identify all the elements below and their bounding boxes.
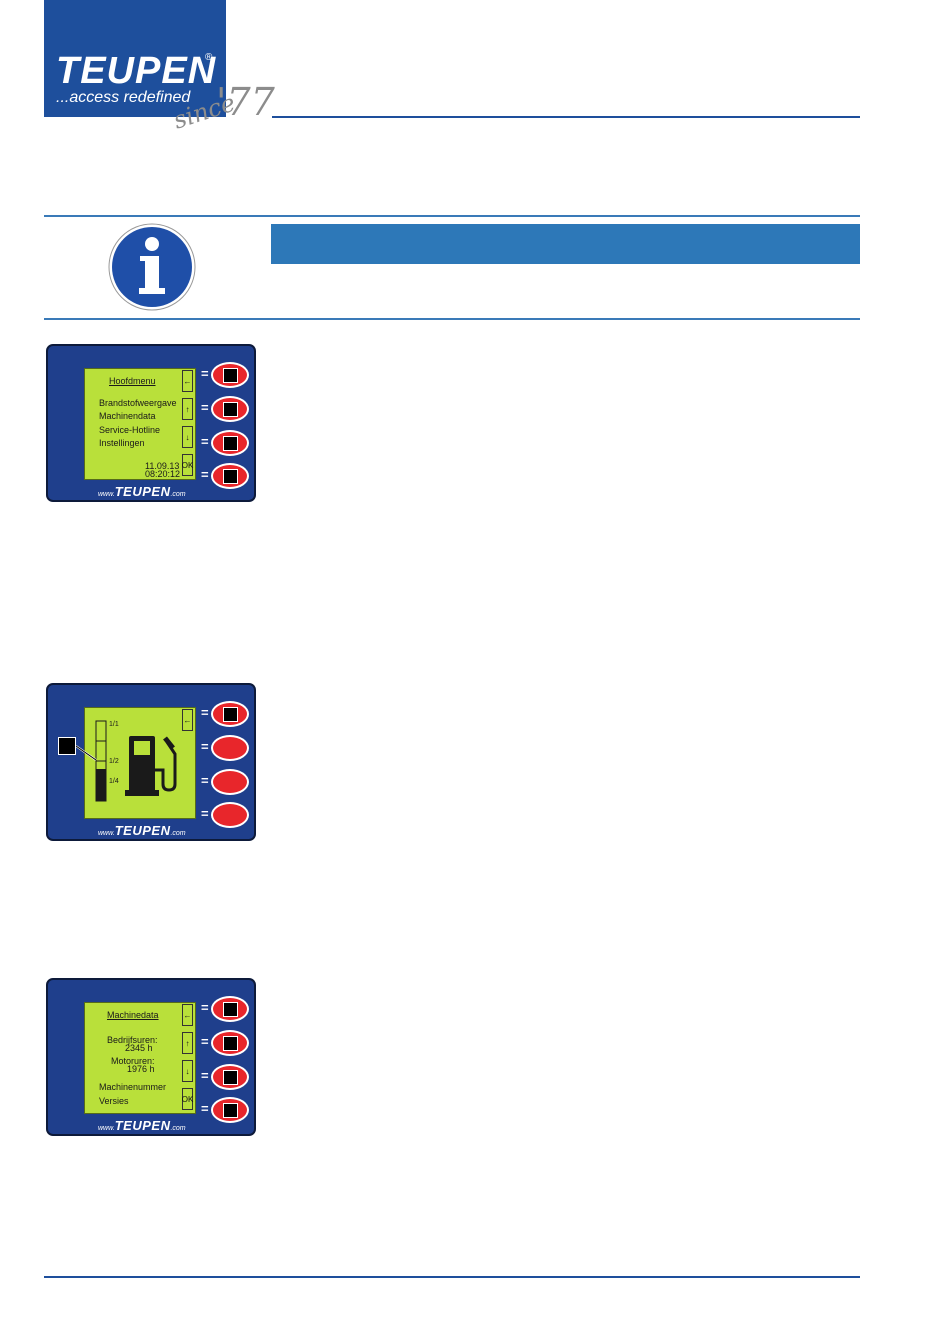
brand-com: .com bbox=[170, 1125, 186, 1132]
info-rule-bottom bbox=[44, 318, 860, 320]
brand-name: TEUPEN bbox=[114, 823, 171, 838]
screen-title: Hoofdmenu bbox=[109, 376, 156, 386]
callout-marker bbox=[223, 1036, 238, 1051]
menu-item[interactable]: Service-Hotline bbox=[99, 425, 161, 435]
footer-rule bbox=[44, 1276, 860, 1278]
gauge-label-full: 1/1 bbox=[109, 721, 119, 728]
equals-sign: = bbox=[201, 400, 209, 415]
menu-item[interactable]: Machinendata bbox=[99, 411, 156, 421]
display-panel-fuel: 1/1 1/2 1/4 ← = = = = www.TEUPEN.com bbox=[46, 683, 256, 841]
brand-name: TEUPEN bbox=[114, 484, 171, 499]
screen-date: 11.09.13 bbox=[145, 461, 180, 471]
logo-tagline: ...access redefined bbox=[56, 89, 191, 106]
callout-marker bbox=[223, 402, 238, 417]
equals-sign: = bbox=[201, 1068, 209, 1083]
gauge-label-half: 1/2 bbox=[109, 758, 119, 765]
operating-hours-value: 2345 h bbox=[125, 1043, 153, 1053]
info-icon bbox=[108, 223, 196, 311]
back-button[interactable] bbox=[211, 996, 249, 1022]
up-key: ↑ bbox=[182, 1032, 193, 1054]
lcd-screen: Machinedata Bedrijfsuren: 2345 h Motorur… bbox=[84, 1002, 196, 1114]
panel-brand: www.TEUPEN.com bbox=[98, 1117, 186, 1135]
callout-marker bbox=[223, 436, 238, 451]
operating-hours-label: Bedrijfsuren: bbox=[107, 1035, 158, 1045]
ok-button[interactable] bbox=[211, 1097, 249, 1123]
brand-com: .com bbox=[170, 830, 186, 837]
menu-item[interactable]: Machinenummer bbox=[99, 1082, 167, 1092]
equals-sign: = bbox=[201, 1101, 209, 1116]
display-panel-main-menu: Hoofdmenu Brandstofweergave Machinendata… bbox=[46, 344, 256, 502]
down-key: ↓ bbox=[182, 1060, 193, 1082]
callout-marker bbox=[223, 469, 238, 484]
panel-button[interactable] bbox=[211, 769, 249, 795]
panel-brand: www.TEUPEN.com bbox=[98, 822, 186, 840]
logo-brand: TEUPEN bbox=[56, 50, 217, 92]
callout-marker bbox=[223, 1002, 238, 1017]
equals-sign: = bbox=[201, 467, 209, 482]
equals-sign: = bbox=[201, 1000, 209, 1015]
back-key: ← bbox=[182, 370, 193, 392]
menu-item[interactable]: Instellingen bbox=[99, 438, 145, 448]
callout-marker bbox=[223, 707, 238, 722]
brand-www: www. bbox=[98, 1125, 115, 1132]
callout-marker bbox=[223, 1070, 238, 1085]
fuel-gauge bbox=[95, 720, 107, 802]
back-key: ← bbox=[182, 1004, 193, 1026]
equals-sign: = bbox=[201, 773, 209, 788]
brand-www: www. bbox=[98, 830, 115, 837]
gauge-label-quarter: 1/4 bbox=[109, 778, 119, 785]
equals-sign: = bbox=[201, 705, 209, 720]
equals-sign: = bbox=[201, 1034, 209, 1049]
ok-key: OK bbox=[182, 454, 193, 476]
down-button[interactable] bbox=[211, 430, 249, 456]
panel-button[interactable] bbox=[211, 802, 249, 828]
lcd-screen: 1/1 1/2 1/4 bbox=[84, 707, 196, 819]
up-button[interactable] bbox=[211, 396, 249, 422]
menu-item[interactable]: Brandstofweergave bbox=[99, 398, 177, 408]
header-rule bbox=[272, 116, 860, 118]
up-button[interactable] bbox=[211, 1030, 249, 1056]
equals-sign: = bbox=[201, 806, 209, 821]
brand-name: TEUPEN bbox=[114, 1118, 171, 1133]
lcd-screen: Hoofdmenu Brandstofweergave Machinendata… bbox=[84, 368, 196, 480]
info-heading-bar bbox=[271, 224, 860, 264]
logo-year: '77 bbox=[216, 80, 275, 124]
equals-sign: = bbox=[201, 739, 209, 754]
ok-key: OK bbox=[182, 1088, 193, 1110]
back-key: ← bbox=[182, 709, 193, 731]
panel-brand: www.TEUPEN.com bbox=[98, 483, 186, 501]
logo-background bbox=[44, 0, 226, 117]
brand-www: www. bbox=[98, 491, 115, 498]
logo-registered-mark: ® bbox=[205, 52, 213, 63]
callout-leader-line bbox=[76, 745, 97, 761]
menu-item[interactable]: Versies bbox=[99, 1096, 129, 1106]
brand-com: .com bbox=[170, 491, 186, 498]
back-button[interactable] bbox=[211, 362, 249, 388]
up-key: ↑ bbox=[182, 398, 193, 420]
ok-button[interactable] bbox=[211, 463, 249, 489]
display-panel-machine-data: Machinedata Bedrijfsuren: 2345 h Motorur… bbox=[46, 978, 256, 1136]
engine-hours-value: 1976 h bbox=[127, 1064, 155, 1074]
gauge-callout-marker bbox=[58, 737, 76, 755]
panel-button[interactable] bbox=[211, 735, 249, 761]
back-button[interactable] bbox=[211, 701, 249, 727]
screen-time: 08:20:12 bbox=[145, 469, 181, 479]
screen-title: Machinedata bbox=[107, 1010, 159, 1020]
fuel-pump-icon bbox=[125, 736, 177, 796]
engine-hours-label: Motoruren: bbox=[111, 1056, 155, 1066]
info-rule-top bbox=[44, 215, 860, 217]
equals-sign: = bbox=[201, 434, 209, 449]
equals-sign: = bbox=[201, 366, 209, 381]
down-button[interactable] bbox=[211, 1064, 249, 1090]
callout-marker bbox=[223, 1103, 238, 1118]
down-key: ↓ bbox=[182, 426, 193, 448]
callout-marker bbox=[223, 368, 238, 383]
